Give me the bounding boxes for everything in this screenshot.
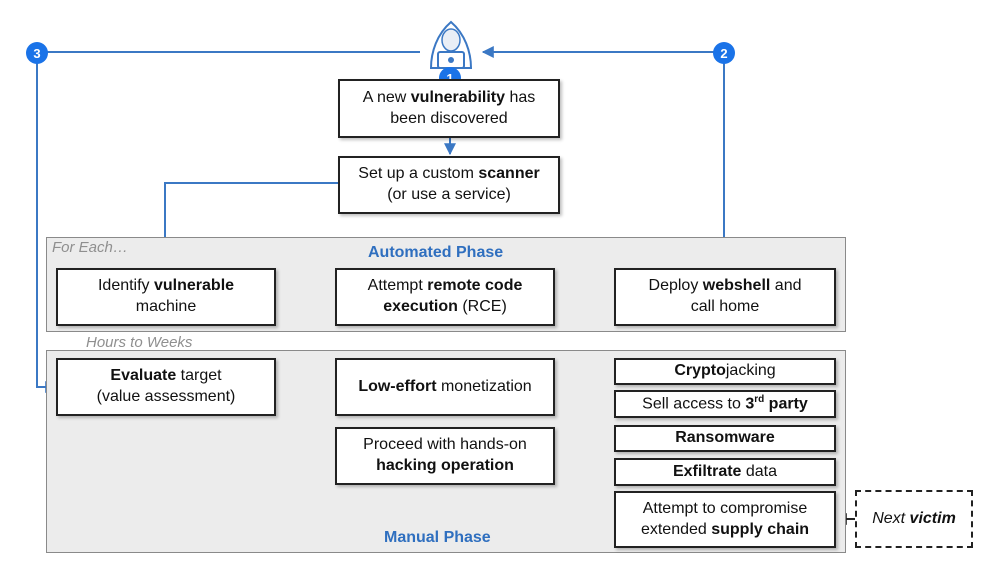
hands-on-hacking-box: Proceed with hands-on hacking operation	[335, 427, 555, 485]
for-each-note: For Each…	[52, 239, 128, 256]
step-3-badge: 3	[26, 42, 48, 64]
hours-to-weeks-note: Hours to Weeks	[86, 334, 193, 351]
evaluate-target-box: Evaluate target (value assessment)	[56, 358, 276, 416]
vulnerability-discovered-box: A new vulnerability has been discovered	[338, 79, 560, 138]
supply-chain-box: Attempt to compromise extended supply ch…	[614, 491, 836, 548]
next-victim-box: Next victim	[855, 490, 973, 548]
deploy-webshell-box: Deploy webshell and call home	[614, 268, 836, 326]
attempt-rce-box: Attempt remote code execution (RCE)	[335, 268, 555, 326]
low-effort-monetization-box: Low-effort monetization	[335, 358, 555, 416]
identify-vulnerable-machine-box: Identify vulnerable machine	[56, 268, 276, 326]
ransomware-box: Ransomware	[614, 425, 836, 452]
hooded-hacker-icon	[429, 20, 473, 69]
sell-access-box: Sell access to 3rd party	[614, 390, 836, 418]
custom-scanner-box: Set up a custom scanner (or use a servic…	[338, 156, 560, 214]
manual-phase-title: Manual Phase	[384, 529, 491, 546]
cryptojacking-box: Cryptojacking	[614, 358, 836, 385]
step-2-badge: 2	[713, 42, 735, 64]
automated-phase-title: Automated Phase	[368, 244, 504, 261]
exfiltrate-data-box: Exfiltrate data	[614, 458, 836, 486]
